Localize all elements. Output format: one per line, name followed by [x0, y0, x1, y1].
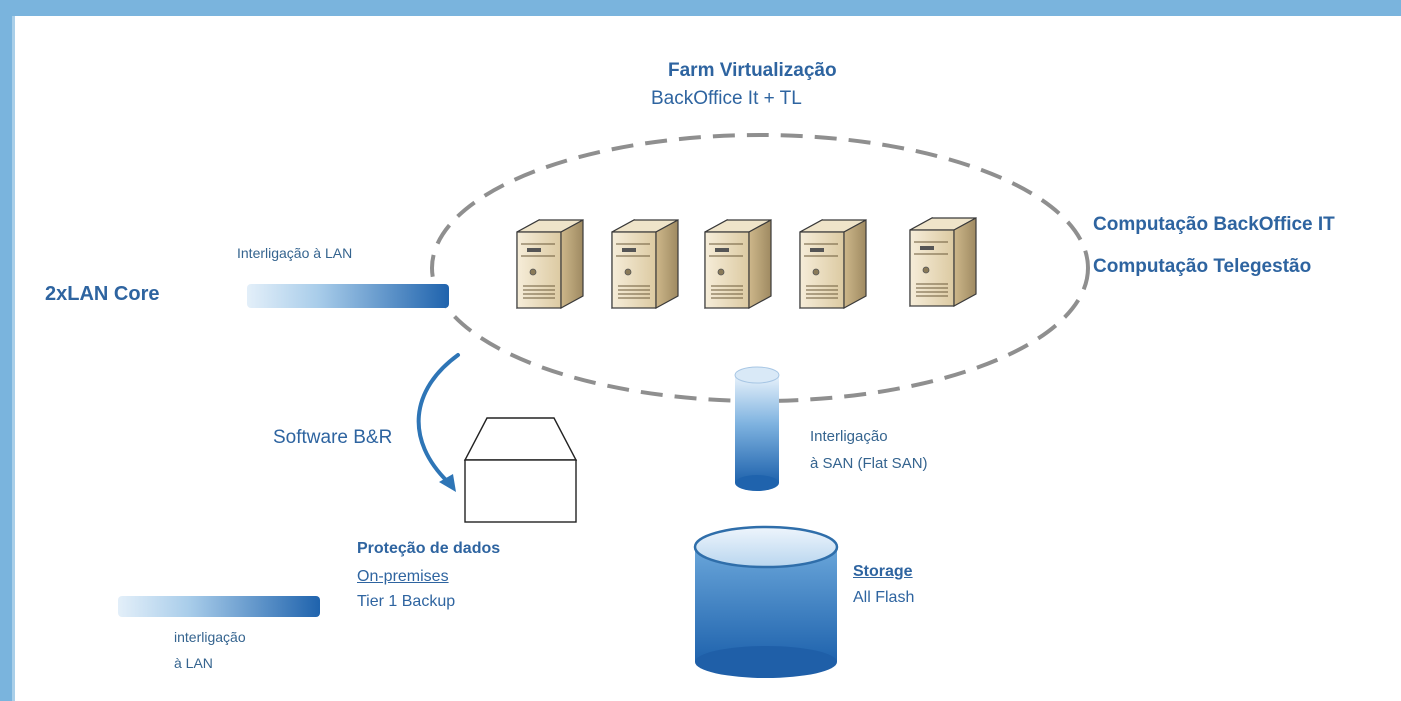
storage-subtitle: All Flash: [853, 589, 915, 606]
backup-box-icon: [463, 417, 578, 523]
san-link-label-line2: à SAN (Flat SAN): [810, 455, 928, 472]
san-pipe-icon: [734, 366, 780, 491]
server-icon: [909, 217, 977, 307]
storage-cylinder-icon: [693, 525, 839, 678]
farm-title: Farm Virtualização: [668, 60, 837, 81]
top-frame-bar: [0, 0, 1401, 16]
data-protection-title: Proteção de dados: [357, 540, 501, 557]
lan-secondary-label-line1: interligação: [174, 629, 246, 645]
backup-software-label: Software B&R: [273, 427, 393, 448]
lan-core-pipe: [247, 284, 449, 308]
server-icon: [704, 219, 772, 309]
backup-flow-arrow: [416, 353, 460, 492]
data-protection-line1: On-premises: [357, 568, 449, 585]
server-icon: [516, 219, 584, 309]
compute-label-backoffice: Computação BackOffice IT: [1093, 214, 1335, 235]
lan-secondary-pipe: [118, 596, 320, 617]
left-frame-inner-bar: [12, 16, 15, 701]
server-icon: [611, 219, 679, 309]
lan-link-label: Interligação à LAN: [237, 245, 353, 261]
storage-title: Storage: [853, 563, 913, 580]
left-frame-bar: [0, 0, 12, 701]
lan-secondary-label-line2: à LAN: [174, 655, 213, 671]
lan-core-label: 2xLAN Core: [45, 283, 160, 305]
compute-label-telegestao: Computação Telegestão: [1093, 256, 1312, 277]
server-icon: [799, 219, 867, 309]
san-link-label-line1: Interligação: [810, 428, 888, 445]
farm-subtitle: BackOffice It + TL: [651, 88, 802, 109]
data-protection-line2: Tier 1 Backup: [357, 593, 456, 610]
